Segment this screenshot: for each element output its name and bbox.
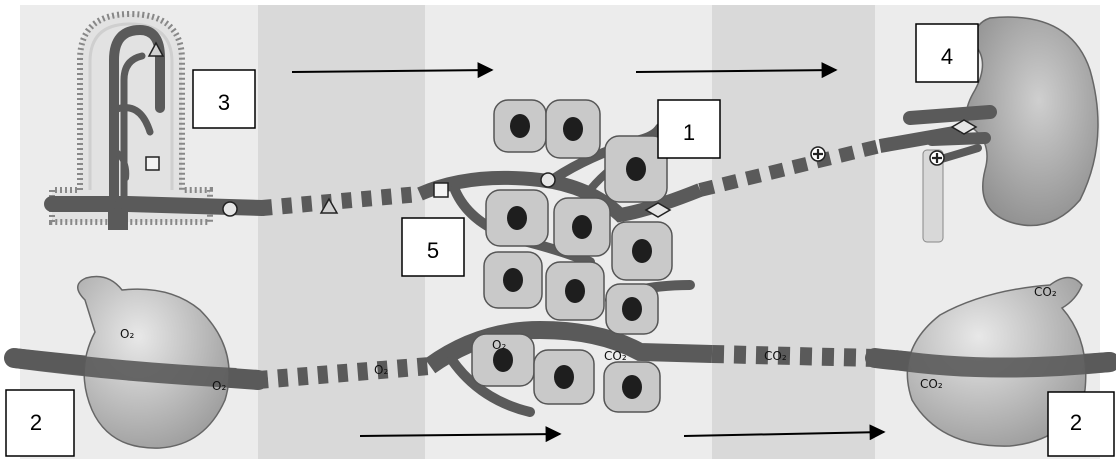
cell-nucleus <box>632 239 652 263</box>
plus-marker <box>810 146 826 162</box>
markers <box>145 41 978 218</box>
kidney <box>903 16 1099 243</box>
co2-label-cell: CO₂ <box>604 349 627 363</box>
lung-alveolus-left <box>12 275 237 449</box>
square-marker <box>433 182 449 198</box>
cell-nucleus <box>622 297 642 321</box>
co2-label-lung-vessel: CO₂ <box>920 377 943 391</box>
cell-nucleus <box>622 375 642 399</box>
label-box-4: 4 <box>915 23 979 83</box>
o2-label-lung: O₂ <box>120 327 134 341</box>
cell-nucleus <box>565 279 585 303</box>
triangle-marker <box>147 41 165 57</box>
flow-arrow-bottom-left <box>359 426 562 443</box>
o2-label-vessel-left: O₂ <box>212 379 226 393</box>
cell-nucleus <box>563 117 583 141</box>
label-box-3: 3 <box>192 69 256 129</box>
cell-nucleus <box>503 268 523 292</box>
diamond-marker <box>950 119 978 135</box>
label-box-1: 1 <box>657 99 721 159</box>
flow-arrow-top-left <box>291 62 494 79</box>
cell-nucleus <box>572 215 592 239</box>
cell-nucleus <box>507 206 527 230</box>
label-5: 5 <box>427 238 439 263</box>
lung-alveolus-right <box>893 276 1111 447</box>
gas-labels: O₂ O₂ O₂ O₂ CO₂ CO₂ CO₂ CO₂ <box>120 285 1057 393</box>
label-3: 3 <box>218 90 230 115</box>
label-2-left: 2 <box>30 410 42 435</box>
cell-nucleus <box>510 114 530 138</box>
flow-arrow-bottom-right <box>683 424 886 441</box>
diamond-marker <box>644 202 672 218</box>
plus-marker <box>929 150 945 166</box>
label-1: 1 <box>683 120 695 145</box>
o2-label-cell: O₂ <box>492 338 506 352</box>
circle-marker <box>222 201 238 217</box>
body-cells <box>471 99 673 413</box>
co2-label-vessel: CO₂ <box>764 349 787 363</box>
cell-nucleus <box>493 348 513 372</box>
cell-nucleus <box>626 157 646 181</box>
flow-arrow-top-right <box>635 62 838 79</box>
o2-label-vessel-mid: O₂ <box>374 363 388 377</box>
cell-nucleus <box>554 365 574 389</box>
label-box-5: 5 <box>401 217 465 277</box>
label-box-2-right: 2 <box>1047 391 1115 457</box>
label-4: 4 <box>941 44 953 69</box>
label-box-2-left: 2 <box>5 389 75 457</box>
triangle-marker <box>319 197 339 214</box>
label-2-right: 2 <box>1070 410 1082 435</box>
flow-arrows <box>291 62 886 443</box>
co2-label-lung-right: CO₂ <box>1034 285 1057 299</box>
circle-marker <box>540 172 556 188</box>
square-marker <box>145 156 160 171</box>
